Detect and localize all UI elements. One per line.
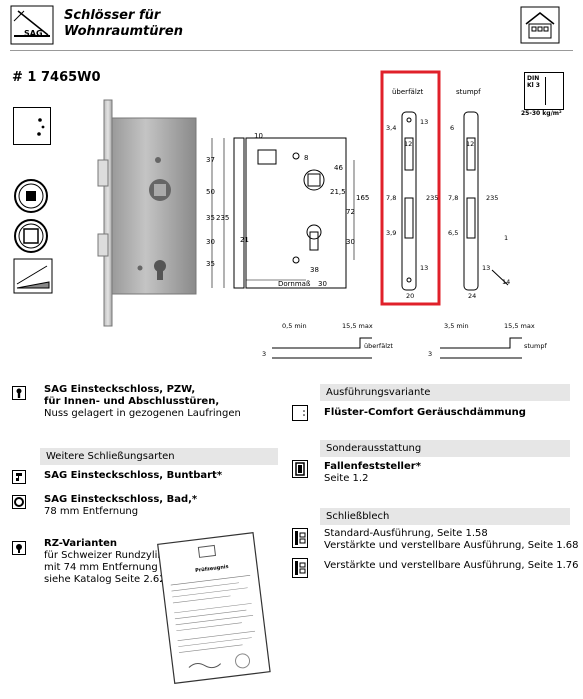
moon-icon-small (292, 405, 308, 421)
ausfuehrung-item: Flüster-Comfort Geräuschdämmung (324, 407, 526, 418)
din-badge-sub: 25-30 kg/m² (521, 110, 562, 117)
dim-37: 37 (206, 156, 215, 164)
stumpf-dim-7-8: 7,8 (448, 194, 458, 202)
product-title1: SAG Einsteckschloss, PZW, (44, 384, 196, 395)
sonder-section: Fallenfeststeller* Seite 1.2 (324, 461, 421, 485)
header-title: Schlösser für Wohnraumtüren (64, 8, 183, 40)
rz-line-2: siehe Katalog Seite 2.62 (44, 574, 166, 585)
weitere-item-1: SAG Einsteckschloss, Bad,* 78 mm Entfern… (44, 494, 197, 518)
bottom-dim-5: 3 (428, 350, 432, 358)
bevel-latch-icon (13, 258, 53, 294)
dornmass-label: Dornmaß (278, 280, 311, 288)
dim-38: 38 (310, 266, 319, 274)
schliessblech-line1: Standard-Ausführung, Seite 1.58 (324, 528, 488, 539)
dim-72: 72 (346, 208, 355, 216)
strike-plate-icon-1 (292, 528, 308, 548)
rz-section: RZ-Varianten für Schweizer Rundzylinder … (44, 538, 180, 586)
rz-line-0: für Schweizer Rundzylinder (44, 550, 181, 561)
schliessblech-line3: Verstärkte und verstellbare Ausführung, … (324, 560, 579, 571)
stumpf-dim-235: 235 (486, 194, 498, 202)
plate-dim-13: 13 (420, 118, 428, 126)
product-desc: Nuss gelagert in gezogenen Laufringen (44, 408, 241, 419)
stumpf-dim-6-5: 6,5 (448, 229, 458, 237)
dim-35b: 35 (206, 260, 215, 268)
label-stumpf: stumpf (456, 88, 481, 96)
bottom-dim-1: 15,5 max (342, 322, 373, 330)
logo: SAG (10, 5, 54, 45)
pzw-square-icon (13, 178, 49, 214)
technical-drawing: 10 37 50 35 30 35 8 46 21,5 165 72 30 23… (206, 120, 369, 300)
dim-35: 35 (206, 214, 215, 222)
dim-46: 46 (334, 164, 343, 172)
bottom-label-1: stumpf (524, 342, 548, 350)
strike-plate-drawing: überfälzt 3,4 12 13 235 7,8 3,9 13 20 st… (380, 70, 520, 306)
dim-30: 30 (206, 238, 215, 246)
schliessblech-line2: Verstärkte und verstellbare Ausführung, … (324, 540, 579, 551)
din-badge: DIN Kl 3 (524, 72, 564, 110)
plate-dim-20: 20 (406, 292, 414, 300)
stumpf-dim-1: 1 (504, 234, 508, 242)
label-uberfalzt: überfälzt (392, 88, 423, 96)
article-number: # 1 7465W0 (12, 70, 101, 85)
plate-dim-3-4: 3,4 (386, 124, 396, 132)
stumpf-dim-12: 12 (466, 140, 474, 148)
bottom-dim-3: 3,5 min (444, 322, 469, 330)
dim-10: 10 (254, 132, 263, 140)
din-badge-line1: DIN (527, 75, 540, 82)
stumpf-dim-13: 13 (482, 264, 490, 272)
bit-key-icon (12, 469, 26, 484)
logo-text: SAG (24, 29, 43, 38)
weitere-item-1-desc: 78 mm Entfernung (44, 506, 139, 517)
sonder-page: Seite 1.2 (324, 473, 369, 484)
strike-plate-icon-2 (292, 558, 308, 578)
dim-30b: 30 (346, 238, 355, 246)
plate-dim-13b: 13 (420, 264, 428, 272)
stumpf-dim-24: 24 (468, 292, 476, 300)
dim-165: 165 (356, 194, 369, 202)
plate-dim-12: 12 (404, 140, 412, 148)
bath-lock-icon (12, 494, 26, 509)
dim-21-5: 21,5 (330, 188, 346, 196)
weitere-item-1-title: SAG Einsteckschloss, Bad,* (44, 494, 198, 505)
certificate-image: Prüfzeugnis (152, 528, 276, 690)
product-description: SAG Einsteckschloss, PZW, für Innen- und… (44, 384, 314, 420)
keyhole-icon (12, 385, 26, 400)
bottom-dim-2: 3 (262, 350, 266, 358)
dim-235: 235 (216, 214, 229, 222)
dim-8: 8 (304, 154, 308, 162)
stumpf-dim-14: 14 (502, 278, 510, 286)
bottom-dim-0: 0,5 min (282, 322, 307, 330)
dim-21: 21 (240, 236, 249, 244)
latch-holder-icon (292, 460, 308, 478)
ausfuehrung-heading: Ausführungsvariante (320, 384, 570, 401)
plate-dim-7-8: 7,8 (386, 194, 396, 202)
header-divider (10, 50, 573, 51)
rz-line-1: mit 74 mm Entfernung (44, 562, 158, 573)
header-title-line1: Schlösser für (64, 8, 161, 23)
header-title-line2: Wohnraumtüren (64, 24, 184, 39)
din-badge-line2: Kl 3 (527, 82, 540, 89)
rz-cylinder-icon (12, 540, 26, 555)
cross-section-drawing: 0,5 min 15,5 max 3 überfälzt 3,5 min 15,… (260, 308, 560, 370)
product-title2: für Innen- und Abschlusstüren, (44, 396, 220, 407)
plate-dim-235: 235 (426, 194, 438, 202)
dim-30c: 30 (318, 280, 327, 288)
sonder-heading: Sonderausstattung (320, 440, 570, 457)
rz-title: RZ-Varianten (44, 538, 118, 549)
plate-dim-3-9: 3,9 (386, 229, 396, 237)
bottom-label-0: überfälzt (364, 342, 393, 350)
moon-stars-icon (13, 107, 51, 145)
bottom-dim-4: 15,5 max (504, 322, 535, 330)
schliessblech-block-1: Standard-Ausführung, Seite 1.58 Verstärk… (324, 528, 579, 552)
house-icon (520, 6, 560, 44)
weitere-item-0: SAG Einsteckschloss, Buntbart* (44, 470, 223, 481)
dim-50: 50 (206, 188, 215, 196)
stumpf-dim-6: 6 (450, 124, 454, 132)
nut-square-icon (13, 218, 49, 254)
weitere-heading: Weitere Schließungsarten (40, 448, 278, 465)
schliessblech-heading: Schließblech (320, 508, 570, 525)
certificate-title: Prüfzeugnis (195, 564, 229, 574)
sonder-title: Fallenfeststeller* (324, 461, 421, 472)
lock-photo (90, 98, 200, 328)
